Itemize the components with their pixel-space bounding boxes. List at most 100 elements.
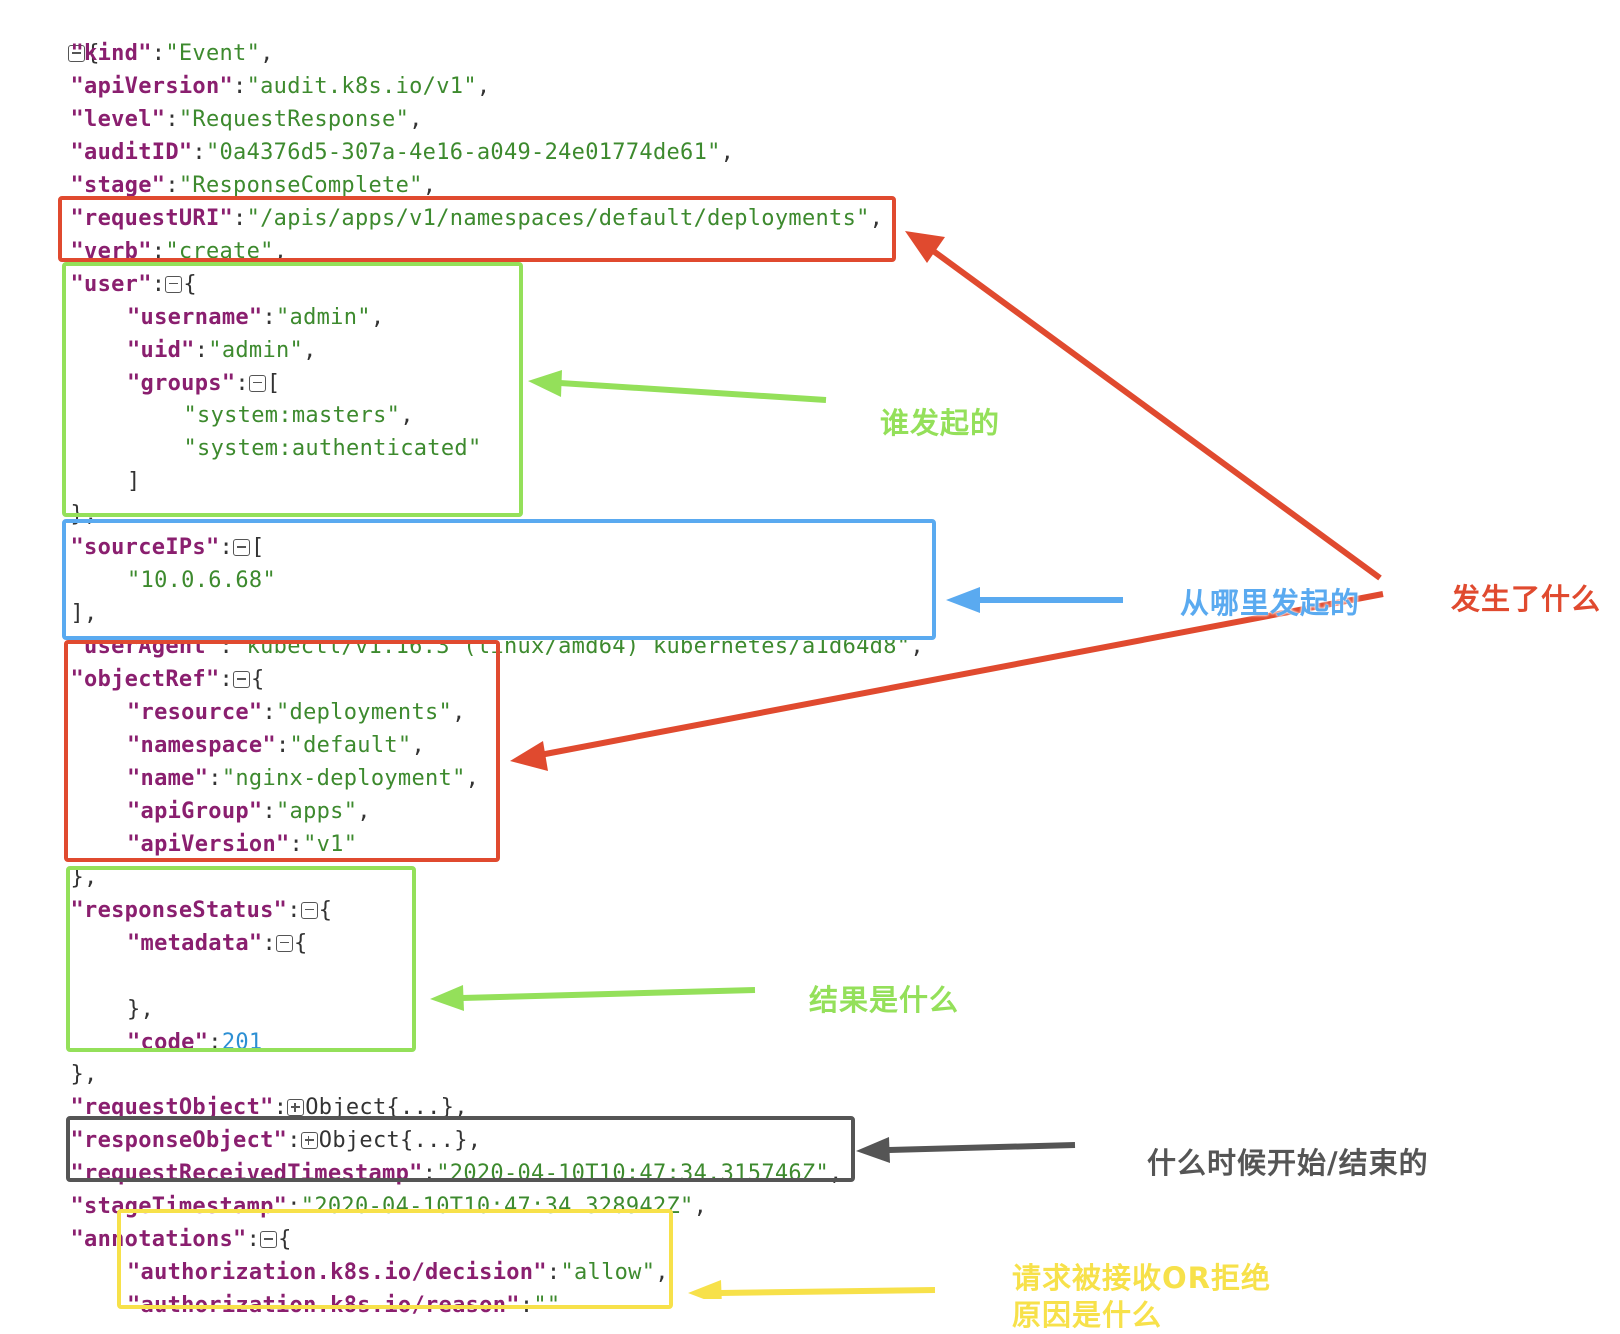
json-key: "auditID" (70, 139, 193, 165)
json-line: }, (71, 1058, 98, 1091)
json-string-value: "v1" (303, 831, 358, 857)
collapse-toggle-icon[interactable] (260, 1231, 278, 1249)
json-line: "objectRef":{ (71, 663, 265, 696)
json-string-value: "default" (289, 732, 412, 758)
arrow-result (430, 985, 756, 1011)
arrow-when (856, 1137, 1076, 1163)
json-comma: , (370, 304, 385, 330)
json-colon: : (219, 667, 234, 693)
collapse-toggle-icon[interactable] (233, 539, 251, 557)
json-viewer: { "kind":"Event","apiVersion":"audit.k8s… (14, 4, 924, 1318)
json-colon: : (151, 271, 166, 297)
json-closing-bracket: ], (70, 601, 98, 627)
json-open-bracket: { (318, 897, 333, 923)
arrow-what-to-objectref (510, 591, 1384, 771)
json-comma: , (400, 403, 414, 429)
json-colon: : (273, 1095, 288, 1121)
json-line: "resource":"deployments", (127, 696, 466, 729)
arrow-what-to-request (905, 231, 1382, 581)
json-colon: : (262, 700, 276, 725)
json-comma: , (273, 238, 288, 264)
json-colon: : (262, 930, 276, 956)
json-string-value: "ResponseComplete" (178, 172, 423, 198)
json-colon: : (151, 41, 166, 66)
json-line: "stage":"ResponseComplete", (71, 169, 437, 202)
annotation-what: 发生了什么 (1451, 582, 1602, 616)
json-colon: : (208, 765, 222, 791)
expand-toggle-icon[interactable] (287, 1099, 305, 1117)
json-key: "stageTimestamp" (70, 1194, 288, 1220)
json-colon: : (151, 238, 166, 264)
json-key: "username" (127, 304, 263, 330)
json-comma: , (465, 765, 480, 791)
json-key: "groups" (127, 370, 236, 396)
json-open-bracket: [ (266, 370, 281, 396)
annotation-who: 谁发起的 (880, 406, 1001, 440)
collapse-toggle-icon[interactable] (276, 934, 293, 952)
collapse-toggle-icon[interactable] (165, 275, 183, 293)
json-open-bracket: { (294, 930, 308, 956)
json-line: "10.0.6.68" (127, 564, 276, 597)
json-string-value: "deployments" (276, 700, 453, 725)
json-root-line: { (14, 4, 100, 66)
json-comma: , (693, 1194, 708, 1220)
json-colon: : (287, 1194, 301, 1220)
annotation-arrows (430, 231, 1384, 1299)
json-line: "uid":"admin", (127, 334, 317, 367)
json-colon: : (262, 304, 276, 330)
json-line: "name":"nginx-deployment", (127, 762, 479, 795)
json-key: "kind" (70, 41, 152, 66)
json-comma: , (720, 139, 735, 165)
json-colon: : (233, 205, 247, 231)
json-string-value: "/apis/apps/v1/namespaces/default/deploy… (246, 205, 870, 231)
json-key: "annotations" (70, 1227, 247, 1253)
json-key: "authorization.k8s.io/decision" (127, 1260, 547, 1286)
json-comma: , (476, 73, 491, 99)
json-key: "sourceIPs" (70, 535, 220, 561)
json-string-value: "2020-04-10T10:47:34.328942Z" (300, 1194, 694, 1220)
json-closing-bracket: }, (127, 996, 155, 1022)
annotation-result: 结果是什么 (809, 983, 960, 1017)
collapse-toggle-icon[interactable] (248, 374, 266, 392)
json-string-value: "system:masters" (183, 403, 401, 429)
json-line: "metadata":{ (127, 927, 308, 960)
json-string-value: "admin" (276, 304, 371, 330)
json-string-value: "RequestResponse" (178, 106, 410, 132)
json-key: "requestReceivedTimestamp" (70, 1161, 423, 1187)
json-string-value: "2020-04-10T10:47:34.315746Z" (436, 1161, 830, 1187)
json-string-value: "allow" (560, 1260, 656, 1286)
json-line: ], (71, 597, 98, 630)
json-colon: : (262, 798, 276, 824)
json-colon: : (219, 535, 234, 561)
annotation-when: 什么时候开始/结束的 (1147, 1146, 1429, 1180)
json-line: "apiVersion":"v1" (127, 828, 357, 861)
json-comma: , (409, 106, 423, 132)
json-colon: : (287, 897, 301, 923)
json-line: "kind":"Event", (71, 37, 274, 70)
json-key: "responseObject" (70, 1128, 288, 1154)
json-colon: : (546, 1260, 561, 1286)
json-line: "requestReceivedTimestamp":"2020-04-10T1… (71, 1157, 843, 1190)
json-string-value: "system:authenticated" (183, 436, 482, 462)
json-comma: , (357, 798, 371, 824)
arrow-who (528, 370, 827, 403)
arrow-from-where (946, 587, 1123, 613)
json-line: "responseStatus": { (71, 894, 333, 927)
json-colon: : (233, 73, 247, 99)
json-line: "annotations":{ (71, 1223, 292, 1256)
json-comma: , (869, 205, 884, 231)
json-comma: , (467, 1128, 482, 1154)
json-string-value: "0a4376d5-307a-4e16-a049-24e01774de61" (205, 139, 721, 165)
json-collapsed-object: Object{...} (318, 1128, 468, 1154)
arrow-decision (688, 1280, 936, 1299)
json-line: "stageTimestamp":"2020-04-10T10:47:34.32… (71, 1190, 708, 1223)
json-closing-bracket: }, (70, 1062, 98, 1088)
json-string-value: "nginx-deployment" (221, 765, 466, 791)
json-line: "system:masters", (184, 399, 414, 432)
collapse-toggle-icon[interactable] (68, 45, 86, 62)
collapse-toggle-icon[interactable] (233, 671, 251, 689)
expand-toggle-icon[interactable] (300, 1132, 318, 1150)
collapse-toggle-icon[interactable] (300, 901, 318, 919)
json-open-bracket: [ (251, 535, 265, 561)
json-key: "responseStatus" (70, 897, 288, 923)
